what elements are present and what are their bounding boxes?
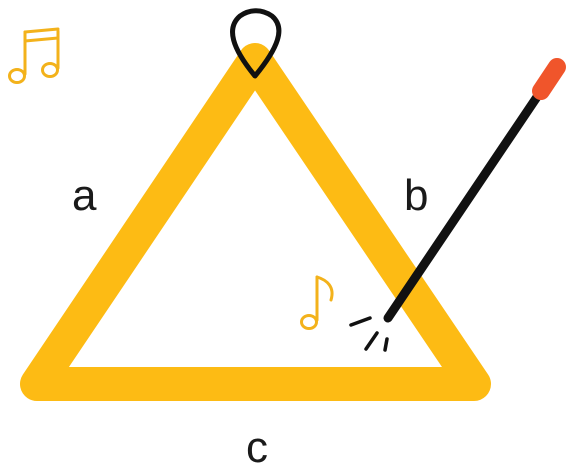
side-c-label: c [246, 423, 268, 472]
triangle-shape [20, 43, 491, 401]
beater-stick-icon [383, 58, 566, 323]
string-loop-icon [230, 8, 282, 79]
impact-lines-icon [349, 316, 389, 352]
beamed-eighth-notes-icon [8, 27, 60, 84]
side-a-label: a [72, 171, 97, 220]
side-b-label: b [404, 171, 429, 220]
eighth-note-icon [300, 275, 334, 330]
